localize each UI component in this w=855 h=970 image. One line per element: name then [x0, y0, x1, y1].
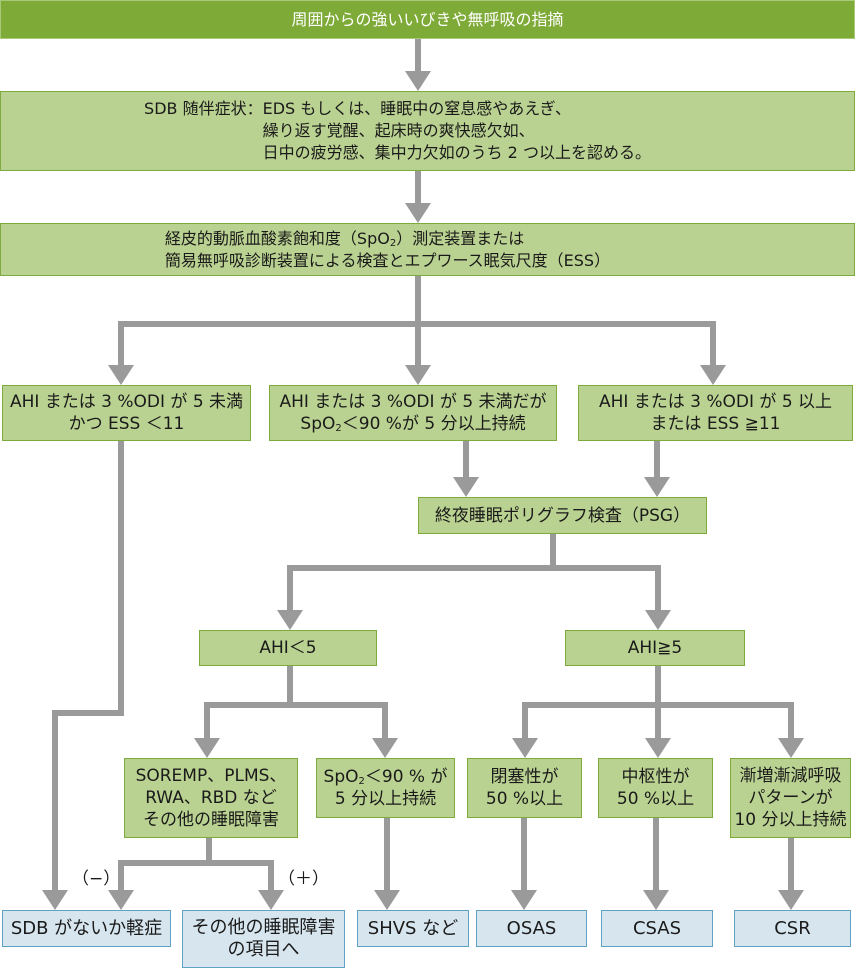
- outcome-osas-text: OSAS: [506, 917, 557, 939]
- outcome-no-sdb: SDB がないか軽症: [2, 910, 171, 947]
- ahi-lt5-text: AHI＜5: [259, 638, 317, 658]
- arrowhead: [374, 890, 400, 910]
- edge-label-negative: （−）: [72, 869, 121, 889]
- arrowhead: [511, 890, 537, 910]
- screening-text: 経皮的動脈血酸素飽和度（SpO: [164, 228, 390, 248]
- arrowhead: [644, 477, 670, 497]
- spo2-text: SpO: [323, 767, 359, 787]
- branch-mid-node: AHI または 3 %ODI が 5 未満だが SpO2＜90 %が 5 分以上…: [269, 385, 557, 441]
- obstructive-line: 閉塞性が: [490, 767, 559, 787]
- central-node: 中枢性が 50 %以上: [598, 758, 713, 818]
- spo2-condition-node: SpO2＜90 % が 5 分以上持続: [316, 758, 455, 818]
- outcome-no-sdb-text: SDB がないか軽症: [10, 917, 163, 939]
- arrowhead: [108, 365, 134, 385]
- arrowhead: [645, 738, 671, 758]
- screening-line-1: 経皮的動脈血酸素飽和度（SpO2）測定装置または: [165, 228, 524, 250]
- connector-low-nosdb-down: [52, 710, 121, 891]
- outcome-shvs-text: SHVS など: [367, 917, 459, 939]
- crescendo-line: 漸増漸減呼吸: [739, 766, 842, 786]
- branch-high-line-1: AHI または 3 %ODI が 5 以上: [598, 392, 833, 412]
- outcome-csas: CSAS: [601, 910, 713, 947]
- connector-other-split: [118, 838, 212, 891]
- edge-label-positive: （＋）: [278, 869, 329, 889]
- arrowhead: [108, 890, 134, 910]
- connector-psg-split-right: [553, 565, 661, 611]
- crescendo-node: 漸増漸減呼吸 パターンが 10 分以上持続: [730, 758, 851, 838]
- arrowhead: [512, 738, 538, 758]
- ahi-ge5-text: AHI≧5: [627, 638, 683, 658]
- screening-line-2: 簡易無呼吸診断装置による検査とエプワース眠気尺度（ESS）: [164, 250, 611, 270]
- obstructive-node: 閉塞性が 50 %以上: [467, 758, 582, 818]
- outcome-other-items-line: その他の睡眠障害: [191, 917, 336, 938]
- arrowhead: [405, 203, 431, 223]
- symptoms-line: EDS もしくは、睡眠中の窒息感やあえぎ、: [262, 99, 571, 118]
- other-disorders-node: SOREMP、PLMS、 RWA、RBD など その他の睡眠障害: [124, 758, 298, 838]
- branch-mid-text: SpO: [300, 414, 336, 434]
- arrowhead: [42, 890, 68, 910]
- other-disorders-line: RWA、RBD など: [145, 788, 277, 808]
- symptoms-line: 日中の疲労感、集中力欠如のうち 2 つ以上を認める。: [262, 143, 651, 162]
- symptoms-prefix: SDB 随伴症状：: [144, 99, 263, 118]
- branch-low-line-2: かつ ESS ＜11: [68, 414, 185, 434]
- symptoms-line: 繰り返す覚醒、起床時の爽快感欠如、: [262, 121, 535, 140]
- arrowhead: [405, 71, 431, 91]
- crescendo-line: 10 分以上持続: [734, 810, 847, 830]
- connector-other-split-right: [209, 860, 274, 891]
- other-disorders-line: SOREMP、PLMS、: [135, 766, 287, 786]
- psg-node: 終夜睡眠ポリグラフ検査（PSG）: [418, 497, 707, 534]
- branch-mid-line-1: AHI または 3 %ODI が 5 未満だが: [279, 392, 547, 412]
- arrowhead: [405, 365, 431, 385]
- subscript: 2: [358, 776, 365, 787]
- other-disorders-line: その他の睡眠障害: [143, 810, 279, 830]
- branch-low-node: AHI または 3 %ODI が 5 未満 かつ ESS ＜11: [2, 385, 251, 441]
- arrowhead: [778, 890, 804, 910]
- arrowhead: [453, 477, 479, 497]
- connector-ahige5-split-right: [658, 702, 794, 739]
- branch-high-line-2: または ESS ≧11: [650, 414, 781, 434]
- arrowhead: [372, 738, 398, 758]
- connector-psg-split: [287, 534, 556, 611]
- spo2-condition-line-2: 5 分以上持続: [334, 789, 437, 809]
- outcome-csr-text: CSR: [774, 917, 811, 939]
- connector-branch-bus: [118, 321, 716, 366]
- start-node: 周囲からの強いいびきや無呼吸の指摘: [0, 0, 855, 39]
- outcome-osas: OSAS: [476, 910, 587, 947]
- arrowhead: [643, 890, 669, 910]
- spo2-text: ＜90 % が: [364, 767, 448, 787]
- psg-text: 終夜睡眠ポリグラフ検査（PSG）: [434, 505, 691, 526]
- arrowhead: [258, 890, 284, 910]
- symptoms-node: SDB 随伴症状： EDS もしくは、睡眠中の窒息感やあえぎ、 繰り返す覚醒、起…: [0, 91, 855, 171]
- connector-ahilt5-split: [204, 666, 293, 739]
- outcome-other-items: その他の睡眠障害 の項目へ: [182, 910, 345, 968]
- spo2-condition-line-1: SpO2＜90 % が: [324, 766, 448, 788]
- ahi-ge5-node: AHI≧5: [565, 630, 745, 666]
- central-line: 50 %以上: [616, 789, 695, 809]
- crescendo-line: パターンが: [748, 788, 833, 808]
- branch-low-line-1: AHI または 3 %ODI が 5 未満: [9, 392, 244, 412]
- arrowhead: [194, 738, 220, 758]
- branch-mid-text: ＜90 %が 5 分以上持続: [341, 414, 526, 434]
- arrowhead: [778, 738, 804, 758]
- outcome-other-items-line: の項目へ: [227, 939, 300, 960]
- outcome-csas-text: CSAS: [632, 917, 682, 939]
- start-node-text: 周囲からの強いいびきや無呼吸の指摘: [291, 9, 564, 29]
- connector-ahilt5-split-right: [290, 702, 388, 739]
- outcome-csr: CSR: [734, 910, 851, 947]
- arrowhead: [277, 610, 303, 630]
- ahi-lt5-node: AHI＜5: [199, 630, 377, 666]
- screening-text: ）測定装置または: [396, 228, 525, 248]
- outcome-shvs: SHVS など: [357, 910, 469, 947]
- arrowhead: [645, 610, 671, 630]
- connector-ahige5-split: [522, 666, 661, 739]
- arrowhead: [700, 365, 726, 385]
- screening-node: 経皮的動脈血酸素飽和度（SpO2）測定装置または 簡易無呼吸診断装置による検査と…: [0, 223, 855, 276]
- subscript: 2: [335, 423, 342, 434]
- subscript: 2: [389, 237, 397, 249]
- central-line: 中枢性が: [621, 767, 690, 787]
- branch-high-node: AHI または 3 %ODI が 5 以上 または ESS ≧11: [578, 385, 853, 441]
- obstructive-line: 50 %以上: [485, 789, 564, 809]
- branch-mid-line-2: SpO2＜90 %が 5 分以上持続: [300, 413, 525, 435]
